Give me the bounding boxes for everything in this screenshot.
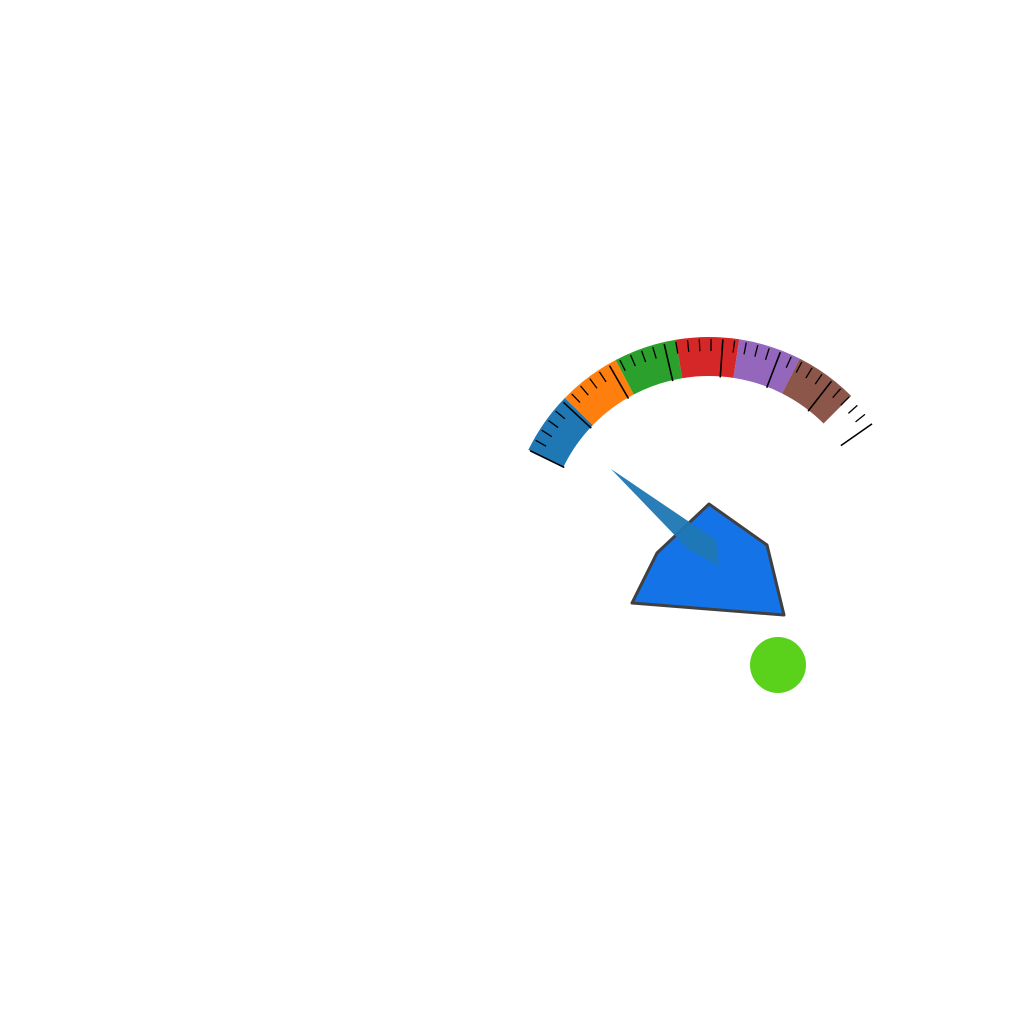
gauge-minor-tick: [754, 344, 759, 357]
gauge-minor-tick: [686, 340, 690, 353]
gauge-ticks: [529, 339, 873, 469]
gauge-segment-brown: [782, 358, 852, 424]
gauge-segments: [528, 337, 852, 467]
gauge-minor-tick: [698, 339, 701, 352]
gauge-major-tick: [807, 380, 833, 412]
gauge-minor-tick: [640, 350, 647, 363]
green-dot: [750, 637, 806, 693]
gauge-minor-tick: [555, 410, 566, 420]
gauge-minor-tick: [795, 361, 803, 373]
gauge-minor-tick: [764, 348, 770, 360]
gauge-segment-red: [675, 337, 740, 379]
gauge-segment-purple: [733, 339, 800, 394]
gauge-minor-tick: [598, 371, 607, 383]
gauge-minor-tick: [535, 439, 547, 447]
gauge-minor-tick: [785, 356, 792, 368]
gauge-minor-tick: [548, 419, 559, 429]
gauge-major-tick: [529, 450, 565, 469]
gauge-minor-tick: [619, 359, 626, 372]
gauge-minor-tick: [571, 393, 581, 404]
gauge-minor-tick: [805, 367, 813, 379]
gauge-major-tick: [765, 351, 782, 388]
gauge-minor-tick: [580, 385, 589, 396]
gauge-minor-tick: [675, 341, 679, 354]
gauge-minor-tick: [832, 388, 842, 399]
gauge-minor-tick: [732, 340, 736, 353]
gauge-major-tick: [719, 339, 724, 378]
gauge-minor-tick: [541, 429, 553, 438]
gauge-minor-tick: [630, 354, 636, 367]
gauge-major-tick: [608, 365, 630, 399]
gauge-minor-tick: [743, 342, 747, 355]
gauge-needle: [611, 469, 719, 566]
gauge-major-tick: [663, 343, 674, 382]
gauge-minor-tick: [840, 396, 850, 406]
gauge-minor-tick: [589, 378, 598, 389]
gauge-major-tick: [840, 423, 873, 447]
gauge-minor-tick: [855, 413, 866, 423]
gauge-major-tick: [562, 401, 592, 429]
gauge-minor-tick: [652, 346, 657, 359]
gauge: [528, 337, 873, 469]
gauge-minor-tick: [814, 373, 823, 385]
gauge-minor-tick: [847, 404, 858, 414]
